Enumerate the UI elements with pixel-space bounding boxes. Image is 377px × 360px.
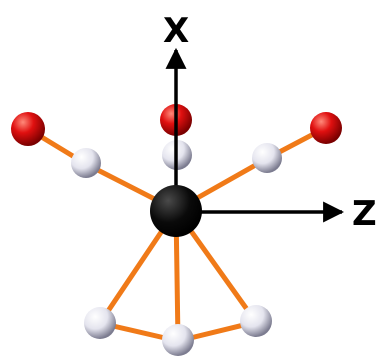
oxygen-atom-left: [11, 112, 45, 146]
ring-carbon-left: [84, 307, 116, 339]
x-axis-label: X: [163, 11, 189, 51]
carbon-atom-left: [71, 148, 101, 178]
ring-carbon-center: [162, 324, 194, 356]
carbon-atom-right: [252, 143, 282, 173]
metal-atom-center: [150, 185, 202, 237]
z-axis-label: Z: [352, 194, 377, 234]
oxygen-atom-right: [310, 112, 342, 144]
ring-carbon-right: [240, 305, 272, 337]
